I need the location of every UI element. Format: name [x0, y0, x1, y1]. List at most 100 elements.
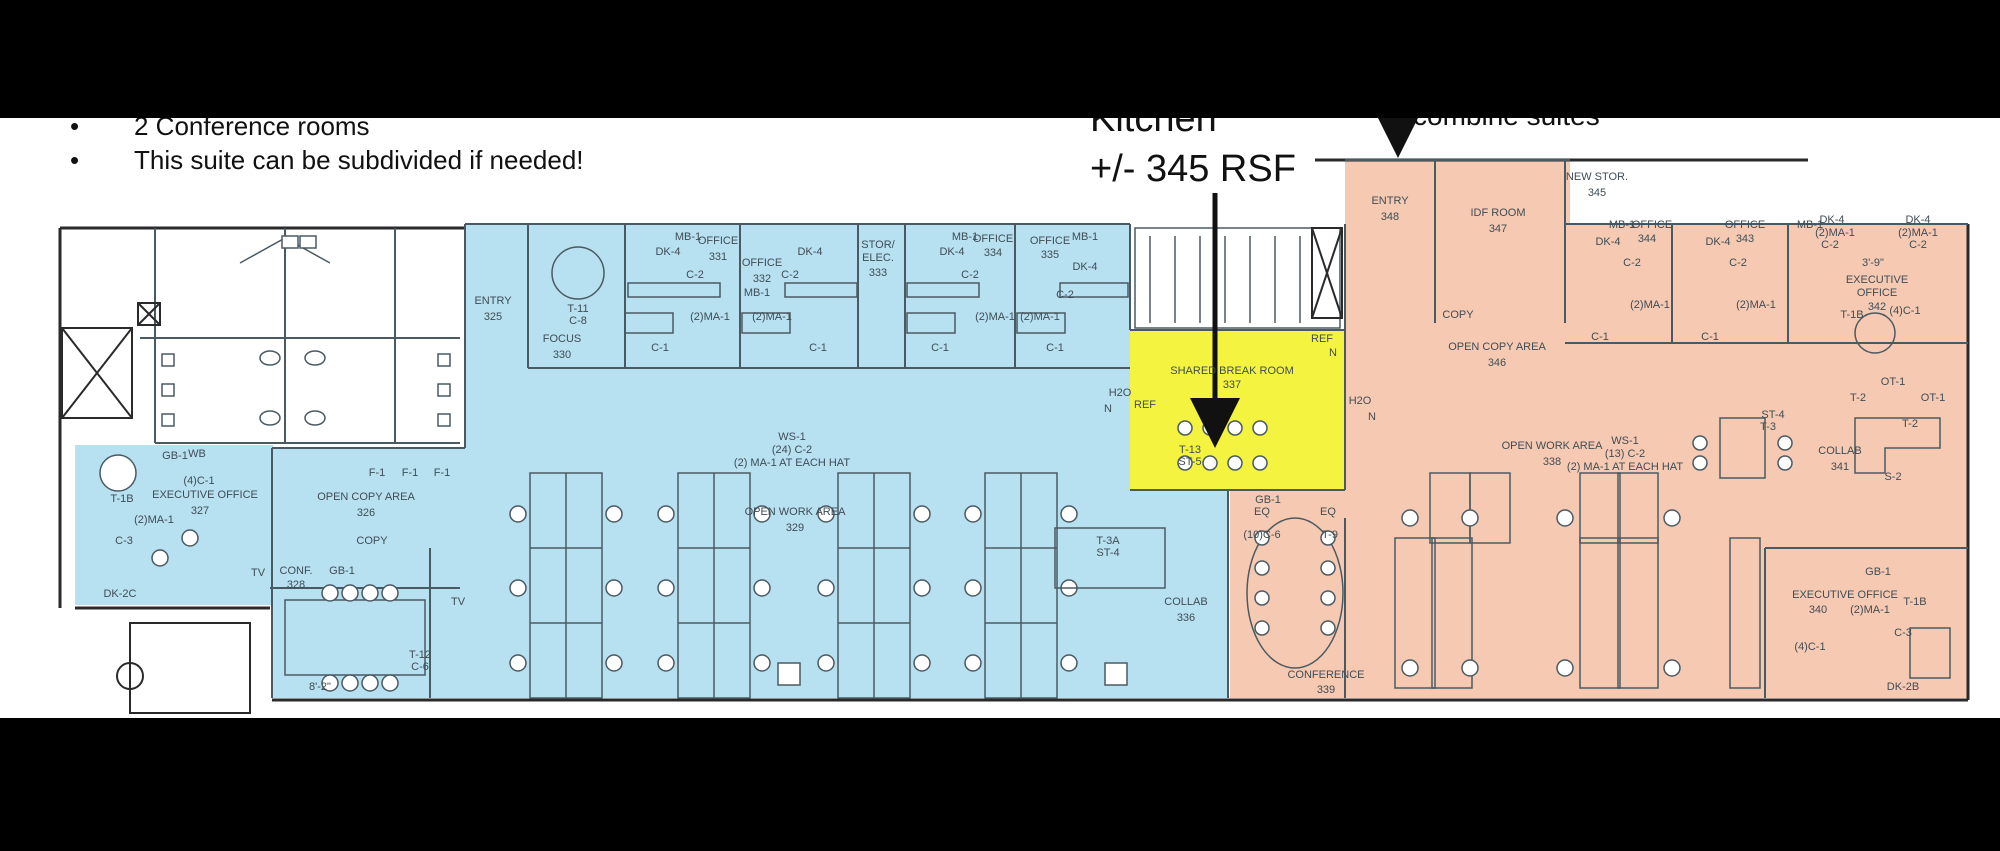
ws1-left-line3: (2) MA-1 AT EACH HAT: [734, 457, 850, 469]
label-c6x10: (10)C-6: [1243, 529, 1280, 541]
label-t12: T-12: [409, 649, 431, 661]
label-copy-b: COPY: [1442, 309, 1474, 321]
kitchen-callout-area: +/- 345 RSF: [1090, 148, 1296, 190]
label-t2-b: T-2: [1902, 418, 1918, 430]
letterbox-top: [0, 0, 2000, 118]
label-st4-a: ST-4: [1096, 547, 1119, 559]
room-idf-347-number: 347: [1489, 223, 1507, 235]
room-break-337-number: 337: [1223, 379, 1241, 391]
room-office-343-label: OFFICE: [1725, 219, 1765, 231]
bullet-glyph: •: [70, 145, 80, 175]
room-stor-333-label: STOR/: [861, 239, 895, 251]
label-tv-b: TV: [251, 567, 266, 579]
label-c1x4-b: (4)C-1: [1794, 641, 1825, 653]
label-gb1-b: GB-1: [329, 565, 355, 577]
label-dk4-h: DK-4: [1905, 214, 1930, 226]
room-exec-342-label2: OFFICE: [1857, 287, 1897, 299]
label-c8: C-8: [569, 315, 587, 327]
label-c1-b: C-1: [809, 342, 827, 354]
label-dk2c: DK-2C: [103, 588, 136, 600]
room-copy-346-label: OPEN COPY AREA: [1448, 341, 1546, 353]
note-bullet-2: • This suite can be subdivided if needed!: [70, 145, 584, 176]
note-bullet-2-text: This suite can be subdivided if needed!: [134, 145, 584, 175]
kitchen-callout-title: Kitchen: [1090, 118, 1217, 140]
label-c2-g: C-2: [1821, 239, 1839, 251]
label-copy-a: COPY: [356, 535, 388, 547]
label-gb1-d: GB-1: [1865, 566, 1891, 578]
label-st4-b: ST-4: [1761, 409, 1784, 421]
room-exec-327-label: EXECUTIVE OFFICE: [152, 489, 258, 501]
room-collab-336-number: 336: [1177, 612, 1195, 624]
label-ma1-c: (2)MA-1: [975, 311, 1015, 323]
label-ma1-a: (2)MA-1: [690, 311, 730, 323]
label-t1b-b: T-1B: [1903, 596, 1926, 608]
note-bullet-1-text: 2 Conference rooms: [134, 118, 370, 141]
shaft-marks: [61, 227, 1343, 714]
room-exec-342-number: 342: [1868, 301, 1886, 313]
combine-suites-callout: combine suites: [1413, 118, 1600, 132]
label-f1-a: F-1: [369, 467, 386, 479]
room-stor-345-number: 345: [1588, 187, 1606, 199]
label-f1-c: F-1: [434, 467, 451, 479]
chairs-misc: [99, 420, 1793, 692]
label-ma1-e: (2)MA-1: [1630, 299, 1670, 311]
room-office-334-label: OFFICE: [973, 233, 1013, 245]
ws1-left-line1: WS-1: [778, 431, 806, 443]
label-n-a: N: [1329, 347, 1337, 359]
chairs-left: [509, 505, 1128, 686]
label-dk4-f: DK-4: [1705, 236, 1730, 248]
bullet-glyph: •: [70, 118, 80, 141]
room-idf-347-label: IDF ROOM: [1471, 207, 1526, 219]
room-copy-326-label: OPEN COPY AREA: [317, 491, 415, 503]
label-mb1-c: MB-1: [952, 231, 978, 243]
room-office-332-label: OFFICE: [742, 257, 782, 269]
label-c2-b: C-2: [781, 269, 799, 281]
label-dim2: 8'-2": [309, 681, 331, 693]
room-exec-340-number: 340: [1809, 604, 1827, 616]
room-office-334-number: 334: [984, 247, 1002, 259]
label-c2-d: C-2: [1056, 289, 1074, 301]
room-stor-333-number: 333: [869, 267, 887, 279]
room-office-343-number: 343: [1736, 233, 1754, 245]
label-c6: C-6: [411, 661, 429, 673]
label-ot1-a: OT-1: [1881, 376, 1905, 388]
label-ma1x2-a: (2)MA-1: [134, 514, 174, 526]
label-mb1-a: MB-1: [675, 231, 701, 243]
letterbox-bottom: [0, 718, 2000, 851]
room-work-338-number: 338: [1543, 456, 1561, 468]
ws1-right-line2: (13) C-2: [1605, 448, 1645, 460]
room-collab-341-number: 341: [1831, 461, 1849, 473]
room-break-337-label: SHARED BREAK ROOM: [1170, 365, 1293, 377]
label-c2-h: C-2: [1909, 239, 1927, 251]
label-t11: T-11: [567, 303, 588, 315]
label-c1x4-c: (4)C-1: [1889, 305, 1920, 317]
label-gb1-a: GB-1: [162, 450, 188, 462]
label-gb1-c: GB-1: [1255, 494, 1281, 506]
label-ma1-d: (2)MA-1: [1020, 311, 1060, 323]
label-c1-d: C-1: [1046, 342, 1064, 354]
label-ma1-h: (2)MA-1: [1898, 227, 1938, 239]
label-c3-a: C-3: [115, 535, 133, 547]
label-n-b: N: [1104, 403, 1112, 415]
room-entry-348-number: 348: [1381, 211, 1399, 223]
label-c1x4-a: (4)C-1: [183, 475, 214, 487]
ws1-left-line2: (24) C-2: [772, 444, 812, 456]
label-mb1-f: MB-1: [1797, 219, 1823, 231]
label-dk2b: DK-2B: [1887, 681, 1919, 693]
label-mb1-d: MB-1: [1072, 231, 1098, 243]
label-c3-b: C-3: [1894, 627, 1912, 639]
ws1-right-line3: (2) MA-1 AT EACH HAT: [1567, 461, 1683, 473]
label-n-c: N: [1368, 411, 1376, 423]
label-dk4-g: DK-4: [1819, 214, 1844, 226]
room-conf-339-label: CONFERENCE: [1287, 669, 1364, 681]
room-focus-330-number: 330: [553, 349, 571, 361]
room-collab-336-label: COLLAB: [1164, 596, 1207, 608]
room-work-338-label: OPEN WORK AREA: [1502, 440, 1604, 452]
room-office-344-label: OFFICE: [1632, 219, 1672, 231]
room-office-331-number: 331: [709, 251, 727, 263]
room-work-329-label: OPEN WORK AREA: [745, 506, 847, 518]
label-t2-a: T-2: [1850, 392, 1866, 404]
room-conf-328-number: 328: [287, 579, 305, 591]
room-collab-341-label: COLLAB: [1818, 445, 1861, 457]
label-t13: T-13: [1179, 444, 1201, 456]
